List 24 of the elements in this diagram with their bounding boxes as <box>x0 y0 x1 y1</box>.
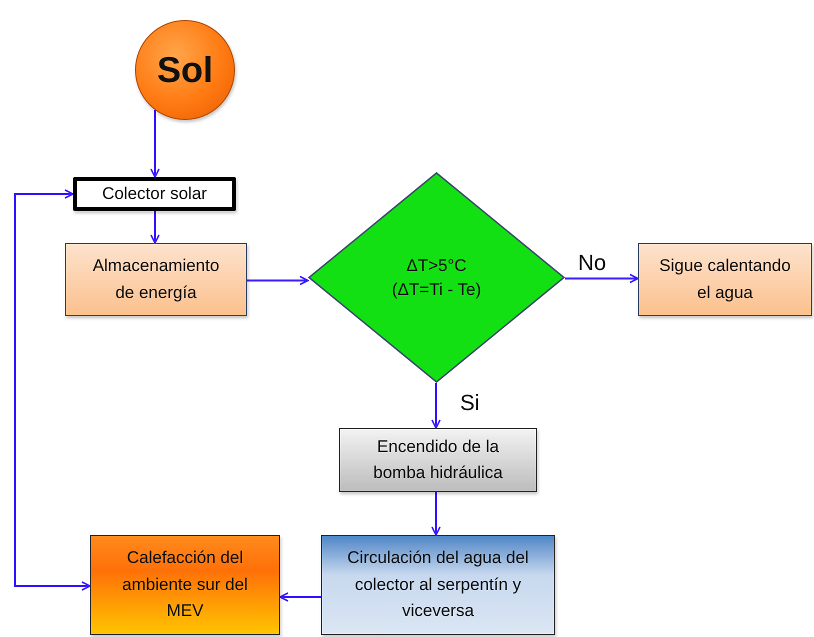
process-box <box>339 428 537 492</box>
arrow <box>431 492 441 536</box>
arrow <box>565 274 639 284</box>
process-box <box>73 177 236 211</box>
node-label: Calefacción del ambiente sur del MEV <box>121 547 249 622</box>
process-box <box>638 243 812 316</box>
process-box <box>321 535 555 635</box>
decision-diamond <box>308 172 565 383</box>
process-box <box>90 535 280 635</box>
node-label: Circulación del agua del colector al serpentín y viceversa <box>346 547 530 622</box>
node-label: ΔT>5°C <box>406 254 467 277</box>
arrow <box>247 276 309 286</box>
node-label: Sigue calentando el agua <box>658 255 792 304</box>
node-label: Almacenamiento de energía <box>92 255 220 304</box>
arrow <box>279 592 321 602</box>
arrow <box>14 189 91 591</box>
node-label: Encendido de la bomba hidráulica <box>372 436 504 484</box>
node-label: Colector solar <box>102 182 207 205</box>
node-label: (ΔT=Ti - Te) <box>392 278 482 300</box>
arrow <box>150 110 160 178</box>
arrow <box>431 383 441 429</box>
process-box <box>65 243 247 316</box>
node-label: Sol <box>156 48 213 92</box>
arrow <box>150 211 160 244</box>
